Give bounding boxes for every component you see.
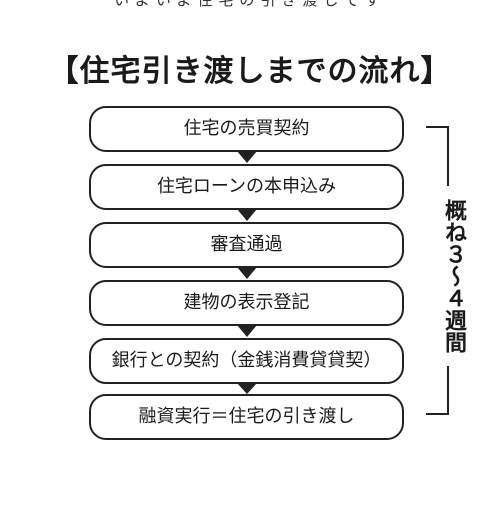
cropped-header-text: いよいよ住宅の引き渡しです: [114, 0, 386, 9]
step-label-2: 住宅ローンの本申込み: [156, 176, 337, 197]
arrow-3-4: [237, 267, 257, 279]
arrow-4-5: [237, 325, 257, 337]
step-label-6: 融資実行＝住宅の引き渡し: [138, 406, 355, 427]
step-label-5: 銀行との契約（金銭消費貸貸契）: [111, 350, 382, 371]
step-label-4: 建物の表示登記: [183, 292, 310, 313]
arrow-2-3: [237, 209, 257, 221]
step-box-6: [89, 394, 404, 440]
step-label-3: 審査通過: [210, 234, 283, 255]
step-label-1: 住宅の売買契約: [183, 118, 310, 139]
arrow-5-6: [237, 383, 257, 394]
arrow-1-2: [237, 151, 257, 163]
page-title: 【住宅引き渡しまでの流れ】: [48, 54, 452, 89]
duration-note: 概ね３〜４週間: [428, 186, 468, 366]
